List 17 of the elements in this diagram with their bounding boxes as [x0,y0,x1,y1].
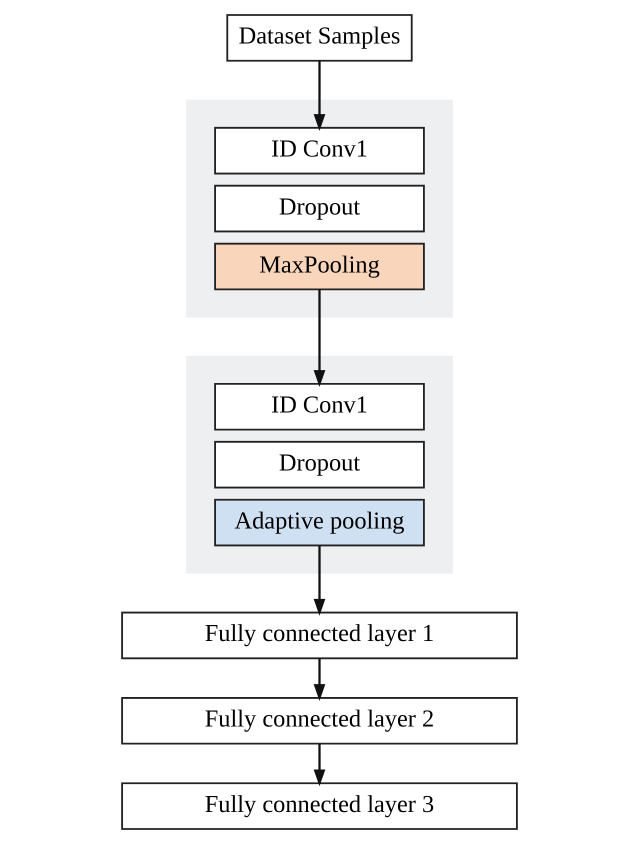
node-box: ID Conv1 [214,382,425,431]
arrow [314,289,326,387]
node-box: Dropout [214,184,425,232]
node-box: MaxPooling [214,242,425,290]
node-box: Fully connected layer 2 [121,697,518,745]
cluster [186,100,453,318]
arrow [314,744,326,786]
node-box: Fully connected layer 1 [121,612,518,660]
node-box: Adaptive pooling [214,498,425,546]
arrow [314,658,326,701]
arrow [314,546,326,616]
node-box: Dataset Samples [226,14,413,62]
cluster [186,356,453,574]
node-box: Fully connected layer 3 [121,782,518,830]
arrow [314,61,326,131]
node-box: ID Conv1 [214,126,425,174]
node-box: Dropout [214,440,425,488]
